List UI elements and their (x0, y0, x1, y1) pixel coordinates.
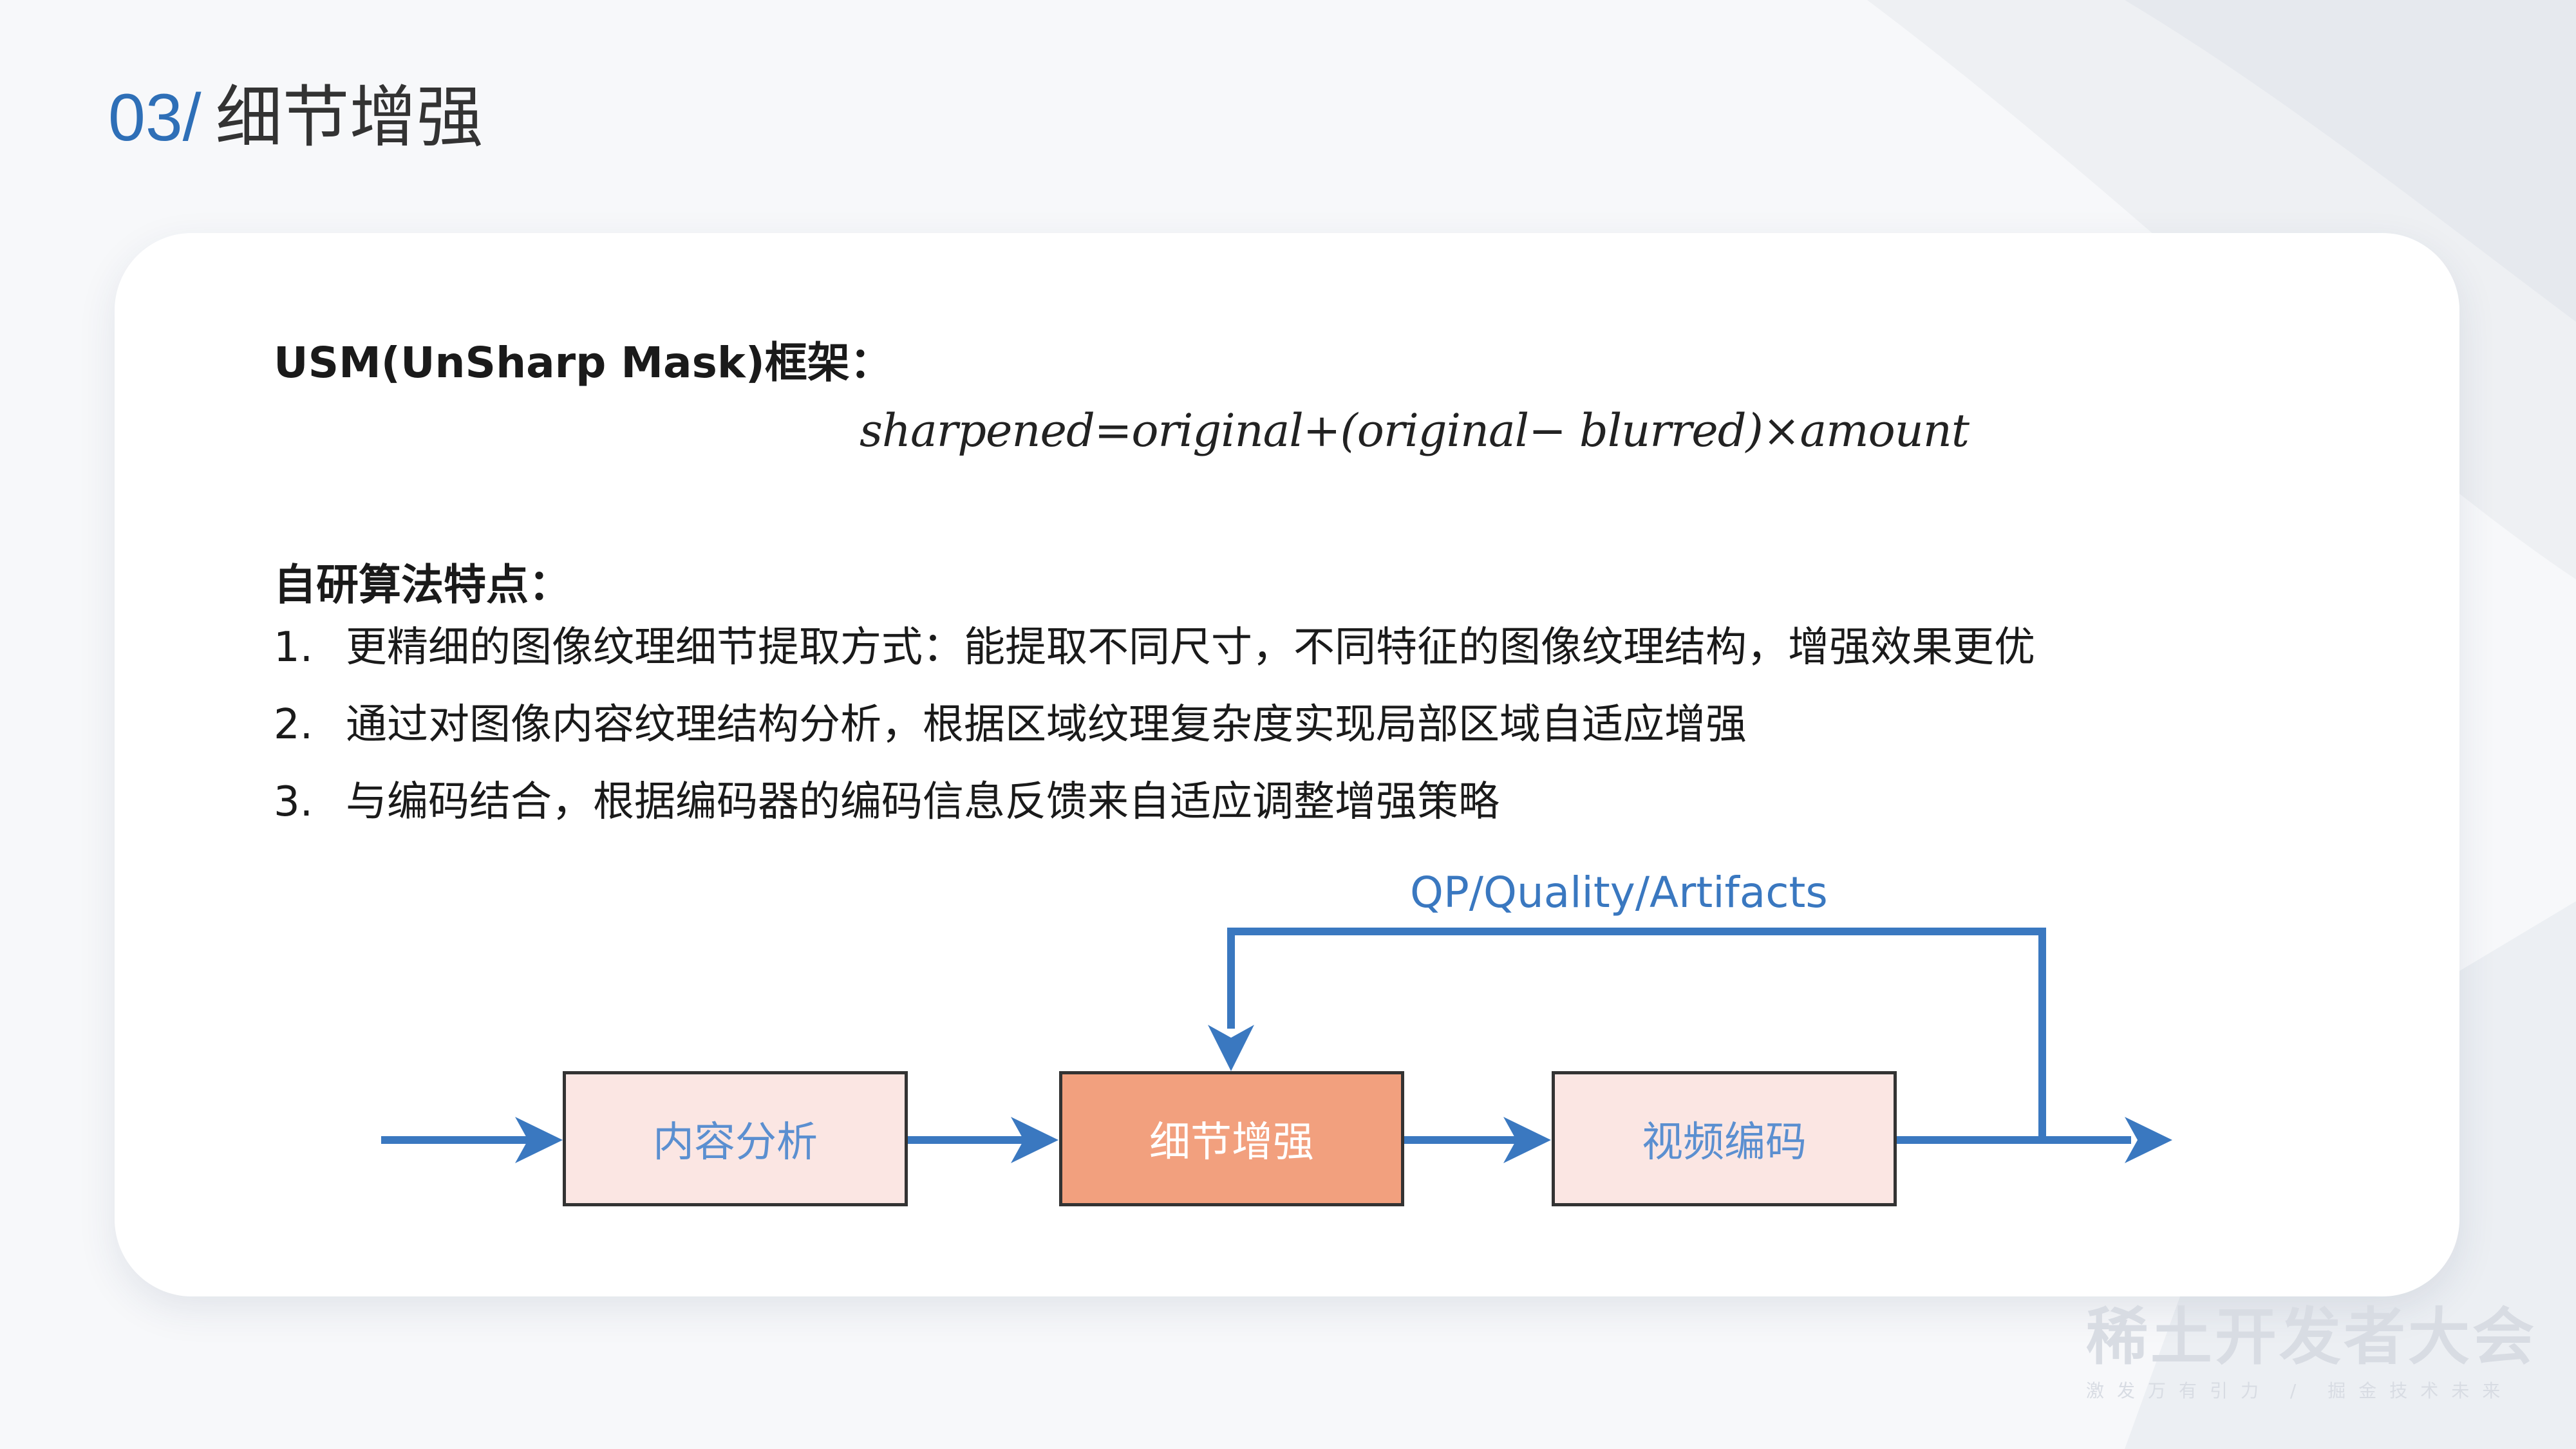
list-item-text: 与编码结合，根据编码器的编码信息反馈来自适应调整增强策略 (346, 778, 1500, 826)
brand-name: 稀土开发者大会 (2086, 1301, 2537, 1373)
list-item: 1. 更精细的图像纹理细节提取方式：能提取不同尺寸，不同特征的图像纹理结构，增强效… (274, 622, 2035, 699)
brand-watermark: 稀土开发者大会 激发万有引力 / 掘金技术未来 (2086, 1301, 2537, 1403)
feedback-label: QP/Quality/Artifacts (1410, 868, 1828, 917)
features-heading: 自研算法特点： (274, 560, 571, 610)
arrowhead-enhance-to-encode (1503, 1117, 1551, 1163)
list-item: 2. 通过对图像内容纹理结构分析，根据区域纹理复杂度实现局部区域自适应增强 (274, 699, 2035, 776)
node-label: 内容分析 (653, 1119, 818, 1166)
brand-tagline: 激发万有引力 / 掘金技术未来 (2086, 1379, 2514, 1401)
slide-title: 03/细节增强 (108, 84, 484, 151)
node-detail-enhance: 细节增强 (1059, 1071, 1404, 1206)
output-arrowhead (2125, 1117, 2172, 1163)
feedback-arrowhead (1208, 1025, 1254, 1071)
node-label: 视频编码 (1642, 1119, 1807, 1166)
list-item-index: 2. (274, 701, 314, 749)
list-item-index: 1. (274, 624, 314, 671)
node-content-analysis: 内容分析 (563, 1071, 908, 1206)
list-item-text: 更精细的图像纹理细节提取方式：能提取不同尺寸，不同特征的图像纹理结构，增强效果更… (346, 624, 2035, 671)
usm-heading: USM(UnSharp Mask)框架： (274, 338, 892, 388)
slide-number: 03/ (108, 80, 202, 155)
list-item-index: 3. (274, 778, 314, 826)
list-item-text: 通过对图像内容纹理结构分析，根据区域纹理复杂度实现局部区域自适应增强 (346, 701, 1747, 749)
arrowhead-analysis-to-enhance (1011, 1117, 1058, 1163)
input-arrowhead (515, 1117, 563, 1163)
feedback-arrow-line (1227, 928, 2046, 1140)
node-video-encode: 视频编码 (1552, 1071, 1897, 1206)
usm-formula: sharpened=original+(original− blurred)×a… (860, 404, 1970, 457)
node-label: 细节增强 (1149, 1119, 1314, 1166)
list-item: 3. 与编码结合，根据编码器的编码信息反馈来自适应调整增强策略 (274, 776, 2035, 854)
features-list: 1. 更精细的图像纹理细节提取方式：能提取不同尺寸，不同特征的图像纹理结构，增强效… (274, 622, 2035, 854)
slide-title-text: 细节增强 (215, 78, 484, 156)
